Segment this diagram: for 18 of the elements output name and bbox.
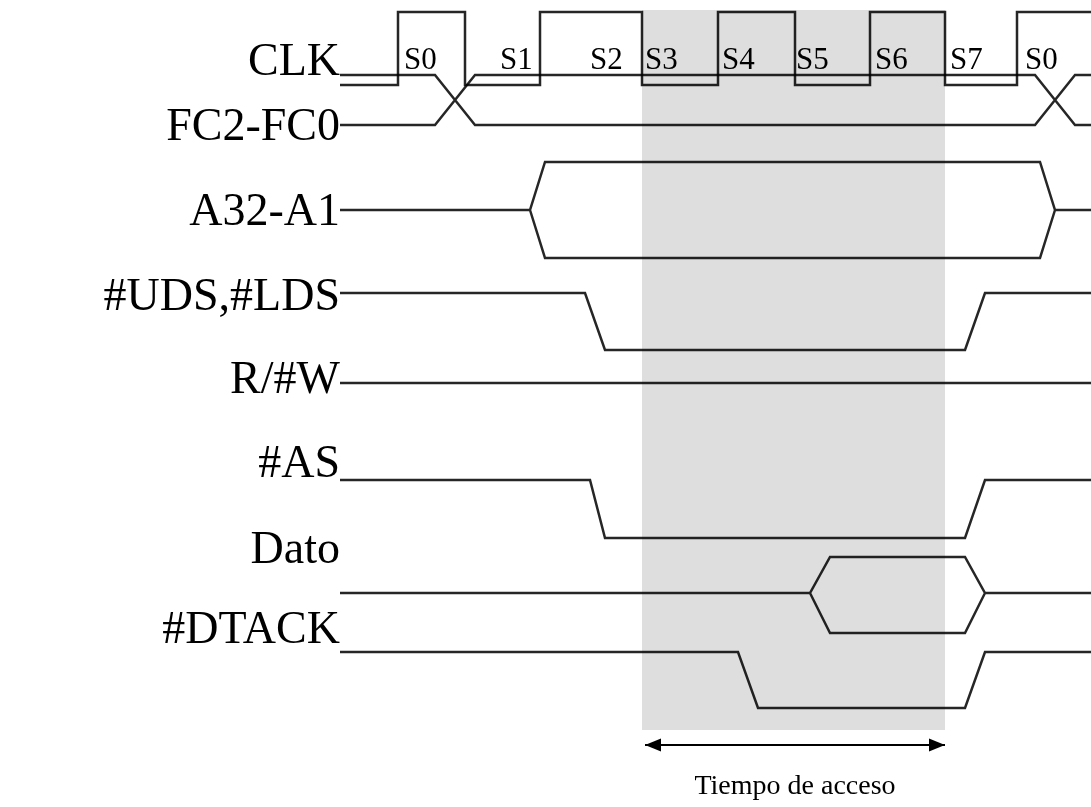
state-label: S0 bbox=[1025, 42, 1058, 74]
state-label: S5 bbox=[796, 42, 829, 74]
state-label: S0 bbox=[404, 42, 437, 74]
state-label: S2 bbox=[590, 42, 623, 74]
state-label: S4 bbox=[722, 42, 755, 74]
caption: Tiempo de acceso bbox=[694, 771, 896, 799]
signal-label: Dato bbox=[250, 525, 340, 571]
signal-label: R/#W bbox=[230, 355, 340, 401]
signal-label: #UDS,#LDS bbox=[103, 272, 340, 318]
signal-label: #AS bbox=[258, 439, 340, 485]
signal-label: A32-A1 bbox=[189, 187, 340, 233]
signal-label: FC2-FC0 bbox=[166, 102, 340, 148]
state-label: S7 bbox=[950, 42, 983, 74]
state-label: S6 bbox=[875, 42, 908, 74]
state-label: S3 bbox=[645, 42, 678, 74]
signal-label: CLK bbox=[248, 37, 340, 83]
signal-label: #DTACK bbox=[162, 605, 340, 651]
state-label: S1 bbox=[500, 42, 533, 74]
